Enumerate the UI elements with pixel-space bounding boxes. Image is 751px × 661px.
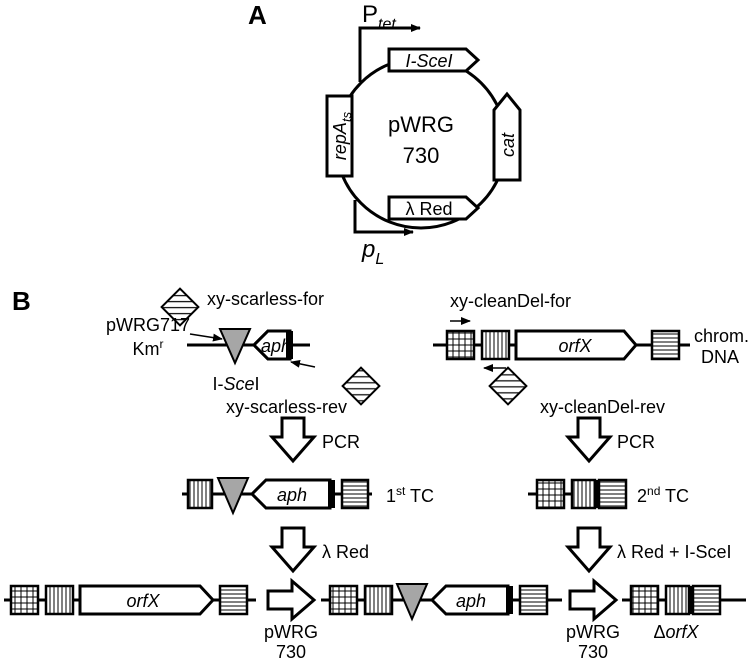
chrom-vlines-block bbox=[480, 329, 511, 361]
panel-a-label: A bbox=[248, 0, 267, 30]
right-red-arrow bbox=[564, 526, 614, 574]
wt-orfx-box bbox=[78, 584, 216, 616]
tc1-hlines-block bbox=[340, 478, 370, 510]
wt-orfx-label: orfX bbox=[126, 591, 160, 611]
isce-gene-label: I-SceI bbox=[405, 51, 452, 71]
cleandel-for-label: xy-cleanDel-for bbox=[450, 291, 571, 311]
ptet-promoter-arrow bbox=[358, 24, 421, 82]
helper1-arrow bbox=[266, 577, 317, 623]
chrom-label-line1: chrom. bbox=[694, 326, 749, 346]
del-vlines-block bbox=[664, 584, 691, 616]
ptet-label: Ptet bbox=[362, 1, 396, 33]
del-junction-mark bbox=[689, 586, 693, 614]
helper2-label-line1: pWRG bbox=[566, 622, 620, 642]
helper1-label-line2: 730 bbox=[276, 642, 306, 661]
panel-b-label: B bbox=[12, 286, 31, 316]
left-pcr-label: PCR bbox=[322, 432, 360, 452]
tc2-label: 2nd TC bbox=[637, 484, 689, 506]
tc2-hlines-block bbox=[597, 478, 628, 510]
tc2-grid-block bbox=[535, 478, 566, 510]
lred-gene-box bbox=[387, 195, 481, 221]
tc1-aph-end-mark bbox=[328, 480, 335, 508]
repa-gene-label: repAts bbox=[330, 111, 354, 160]
scarless-for-primer-tag bbox=[160, 287, 200, 327]
del-grid-block bbox=[629, 584, 660, 616]
scarless-for-label: xy-scarless-for bbox=[207, 289, 324, 309]
int-aph-end-mark bbox=[506, 586, 513, 614]
tc1-aph-label: aph bbox=[277, 485, 307, 505]
chrom-grid-block bbox=[445, 329, 476, 361]
pl-label: pL bbox=[361, 236, 384, 268]
scarless-rev-label: xy-scarless-rev bbox=[226, 397, 347, 417]
int-aph-label: aph bbox=[456, 591, 486, 611]
left-red-label: λ Red bbox=[322, 542, 369, 562]
tc1-vlines-block bbox=[186, 478, 214, 510]
int-hlines-block bbox=[518, 584, 549, 616]
lred-gene-label: λ Red bbox=[405, 199, 452, 219]
cleandel-rev-label: xy-cleanDel-rev bbox=[540, 397, 665, 417]
isce-site-label: I-SceI bbox=[212, 374, 259, 394]
tc2-junction-mark bbox=[595, 480, 599, 508]
cat-gene-label: cat bbox=[498, 132, 518, 157]
tc1-aph-box bbox=[249, 478, 332, 510]
orfx-gene-box bbox=[514, 329, 638, 361]
chrom-hlines-block bbox=[650, 329, 681, 361]
left-pcr-arrow bbox=[268, 416, 318, 464]
plasmid-name-line2: 730 bbox=[403, 143, 440, 168]
cleandel-rev-primer-tag bbox=[488, 366, 528, 406]
tc2-vlines-block bbox=[570, 478, 597, 510]
del-hlines-block bbox=[691, 584, 722, 616]
aph-gene-label: aph bbox=[261, 336, 291, 356]
int-isce-triangle bbox=[395, 583, 429, 622]
orfx-gene-label: orfX bbox=[558, 336, 592, 356]
pl-promoter-arrow bbox=[353, 200, 414, 236]
wt-grid-block bbox=[9, 584, 40, 616]
repa-gene-box bbox=[325, 94, 354, 178]
wt-vlines-block bbox=[44, 584, 75, 616]
cat-gene-box bbox=[492, 91, 522, 182]
helper1-label-line1: pWRG bbox=[264, 622, 318, 642]
isce-site-triangle bbox=[218, 328, 252, 366]
scarless-rev-arrow bbox=[290, 359, 316, 368]
int-aph-box bbox=[429, 584, 510, 616]
template-label-line2: Kmr bbox=[133, 337, 164, 359]
helper2-label-line2: 730 bbox=[578, 642, 608, 661]
chrom-label-line2: DNA bbox=[701, 347, 739, 367]
helper2-arrow bbox=[568, 577, 619, 623]
wt-hlines-block bbox=[218, 584, 249, 616]
scarless-rev-primer-tag bbox=[341, 366, 381, 406]
left-red-arrow bbox=[268, 526, 318, 574]
int-vlines-block bbox=[363, 584, 394, 616]
tc1-label: 1st TC bbox=[386, 484, 434, 506]
int-grid-block bbox=[328, 584, 359, 616]
plasmid-name-line1: pWRG bbox=[388, 112, 454, 137]
aph-gene-end-mark bbox=[286, 331, 293, 359]
tc1-isce-triangle bbox=[216, 477, 250, 516]
right-red-label: λ Red + I-SceI bbox=[617, 542, 732, 562]
right-pcr-arrow bbox=[564, 416, 614, 464]
template-label-line1: pWRG717 bbox=[106, 315, 190, 335]
deleted-orfx-label: ΔorfX bbox=[653, 622, 699, 642]
right-pcr-label: PCR bbox=[617, 432, 655, 452]
scarless-for-arrow bbox=[189, 333, 223, 342]
isce-gene-box bbox=[387, 47, 481, 73]
